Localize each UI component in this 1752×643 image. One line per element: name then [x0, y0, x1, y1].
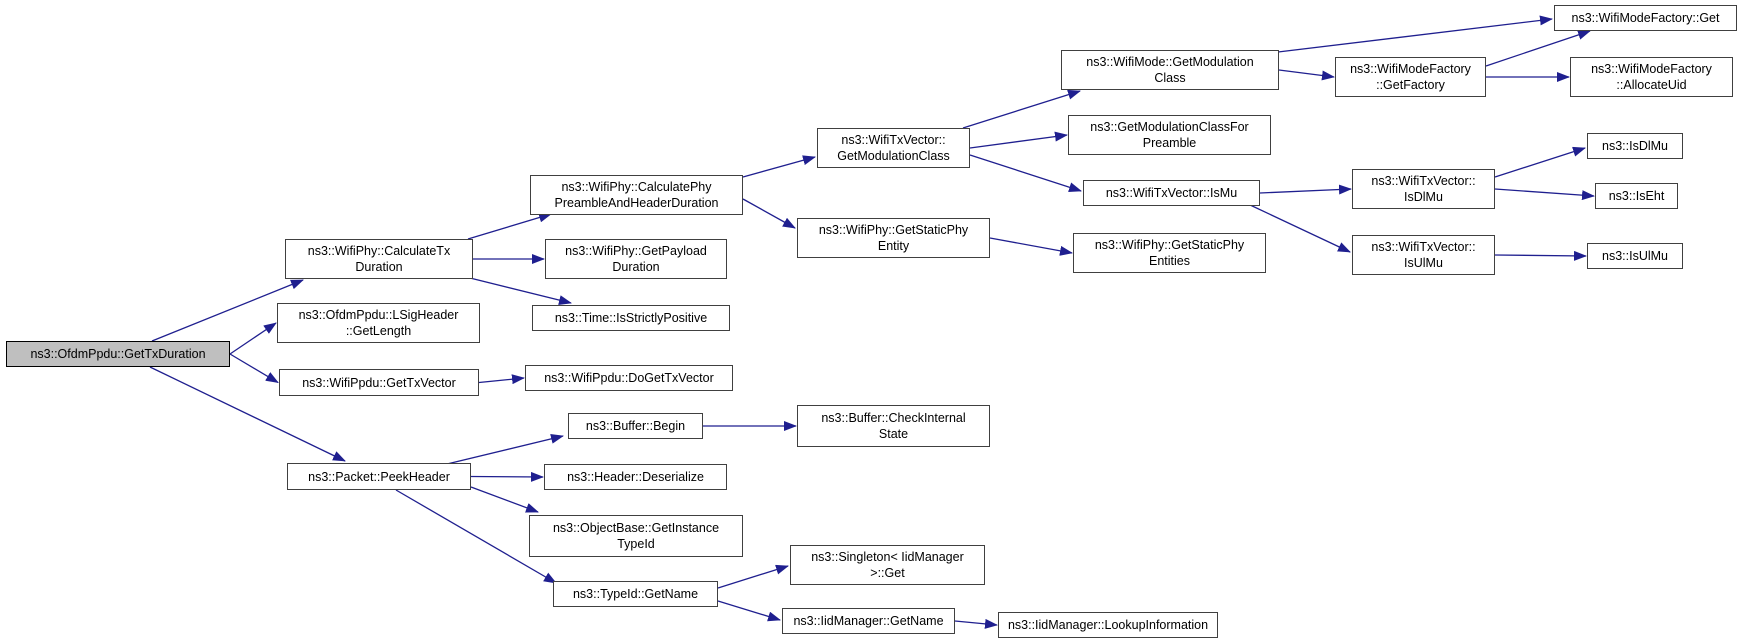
- node-getStaticPhyEntity[interactable]: ns3::WifiPhy::GetStaticPhy Entity: [797, 218, 990, 258]
- edge-typeIdGetName-singletonGet: [717, 564, 789, 589]
- edge-wtvIsDlMu-nsIsEht: [1494, 188, 1595, 201]
- edge-peekHeader-bufferBegin: [446, 433, 564, 465]
- edge-isMu-wtvIsUlMu: [1247, 203, 1351, 253]
- node-nsIsDlMu[interactable]: ns3::IsDlMu: [1587, 133, 1683, 159]
- edge-wmfGetFactory-wmfGet: [1485, 30, 1591, 67]
- edge-peekHeader-typeIdGetName: [395, 489, 557, 584]
- edge-wtvIsUlMu-nsIsUlMu: [1494, 250, 1587, 261]
- edge-root-lsig: [229, 322, 277, 355]
- node-bufferBegin[interactable]: ns3::Buffer::Begin: [568, 413, 703, 439]
- node-checkInternalState[interactable]: ns3::Buffer::CheckInternal State: [797, 405, 990, 447]
- node-getTxVector[interactable]: ns3::WifiPpdu::GetTxVector: [279, 369, 479, 396]
- node-typeIdGetName[interactable]: ns3::TypeId::GetName: [553, 581, 718, 607]
- node-nsIsUlMu[interactable]: ns3::IsUlMu: [1587, 243, 1683, 269]
- edge-calcPhyPreamble-wtvGetModClass: [742, 155, 816, 178]
- node-wtvIsUlMu[interactable]: ns3::WifiTxVector:: IsUlMu: [1352, 235, 1495, 275]
- node-getModClassForPreamble[interactable]: ns3::GetModulationClassFor Preamble: [1068, 115, 1271, 155]
- node-getStaticPhyEntities[interactable]: ns3::WifiPhy::GetStaticPhy Entities: [1073, 233, 1266, 273]
- node-wtvIsDlMu[interactable]: ns3::WifiTxVector:: IsDlMu: [1352, 169, 1495, 209]
- node-root[interactable]: ns3::OfdmPpdu::GetTxDuration: [6, 341, 230, 367]
- node-isMu[interactable]: ns3::WifiTxVector::IsMu: [1083, 180, 1260, 206]
- edge-getTxVector-doGetTxVector: [478, 374, 525, 385]
- edge-wtvGetModClass-getModClassForPreamble: [969, 131, 1068, 149]
- edge-wtvIsDlMu-nsIsDlMu: [1494, 146, 1586, 178]
- edge-peekHeader-headerDeserialize: [470, 471, 544, 482]
- edge-wmGetModClass-wmfGet: [1277, 15, 1553, 53]
- node-wmfGet[interactable]: ns3::WifiModeFactory::Get: [1554, 5, 1737, 31]
- node-getInstanceTypeId[interactable]: ns3::ObjectBase::GetInstance TypeId: [529, 515, 743, 557]
- node-wtvGetModClass[interactable]: ns3::WifiTxVector:: GetModulationClass: [817, 128, 970, 168]
- node-calcTxDur[interactable]: ns3::WifiPhy::CalculateTx Duration: [285, 239, 473, 279]
- node-iidGetName[interactable]: ns3::IidManager::GetName: [782, 608, 955, 634]
- node-lookupInformation[interactable]: ns3::IidManager::LookupInformation: [998, 612, 1218, 638]
- edge-iidGetName-lookupInformation: [954, 618, 998, 629]
- edge-getStaticPhyEntity-getStaticPhyEntities: [989, 237, 1073, 256]
- edge-wtvGetModClass-isMu: [969, 154, 1082, 193]
- edge-wmGetModClass-wmfGetFactory: [1278, 69, 1335, 81]
- edge-calcPhyPreamble-getStaticPhyEntity: [742, 198, 796, 229]
- node-headerDeserialize[interactable]: ns3::Header::Deserialize: [544, 464, 727, 490]
- node-wmfGetFactory[interactable]: ns3::WifiModeFactory ::GetFactory: [1335, 57, 1486, 97]
- node-wmfAllocateUid[interactable]: ns3::WifiModeFactory ::AllocateUid: [1570, 57, 1733, 97]
- edge-isMu-wtvIsDlMu: [1259, 184, 1352, 195]
- edge-typeIdGetName-iidGetName: [717, 600, 781, 622]
- node-singletonGet[interactable]: ns3::Singleton< IidManager >::Get: [790, 545, 985, 585]
- edge-calcTxDur-isStrictlyPositive: [469, 277, 572, 305]
- node-isStrictlyPositive[interactable]: ns3::Time::IsStrictlyPositive: [532, 305, 730, 331]
- edge-wtvGetModClass-wmGetModClass: [962, 89, 1081, 129]
- node-getPayloadDur[interactable]: ns3::WifiPhy::GetPayload Duration: [545, 239, 727, 279]
- edge-peekHeader-getInstanceTypeId: [470, 486, 539, 513]
- edge-root-calcTxDur: [151, 279, 304, 342]
- node-wmGetModClass[interactable]: ns3::WifiMode::GetModulation Class: [1061, 50, 1279, 90]
- node-nsIsEht[interactable]: ns3::IsEht: [1595, 183, 1678, 209]
- node-lsig[interactable]: ns3::OfdmPpdu::LSigHeader ::GetLength: [277, 303, 480, 343]
- node-calcPhyPreamble[interactable]: ns3::WifiPhy::CalculatePhy PreambleAndHe…: [530, 175, 743, 215]
- edge-calcTxDur-calcPhyPreamble: [467, 212, 552, 240]
- node-doGetTxVector[interactable]: ns3::WifiPpdu::DoGetTxVector: [525, 365, 733, 391]
- node-peekHeader[interactable]: ns3::Packet::PeekHeader: [287, 463, 471, 490]
- edge-root-getTxVector: [229, 353, 279, 384]
- edge-root-peekHeader: [149, 366, 346, 462]
